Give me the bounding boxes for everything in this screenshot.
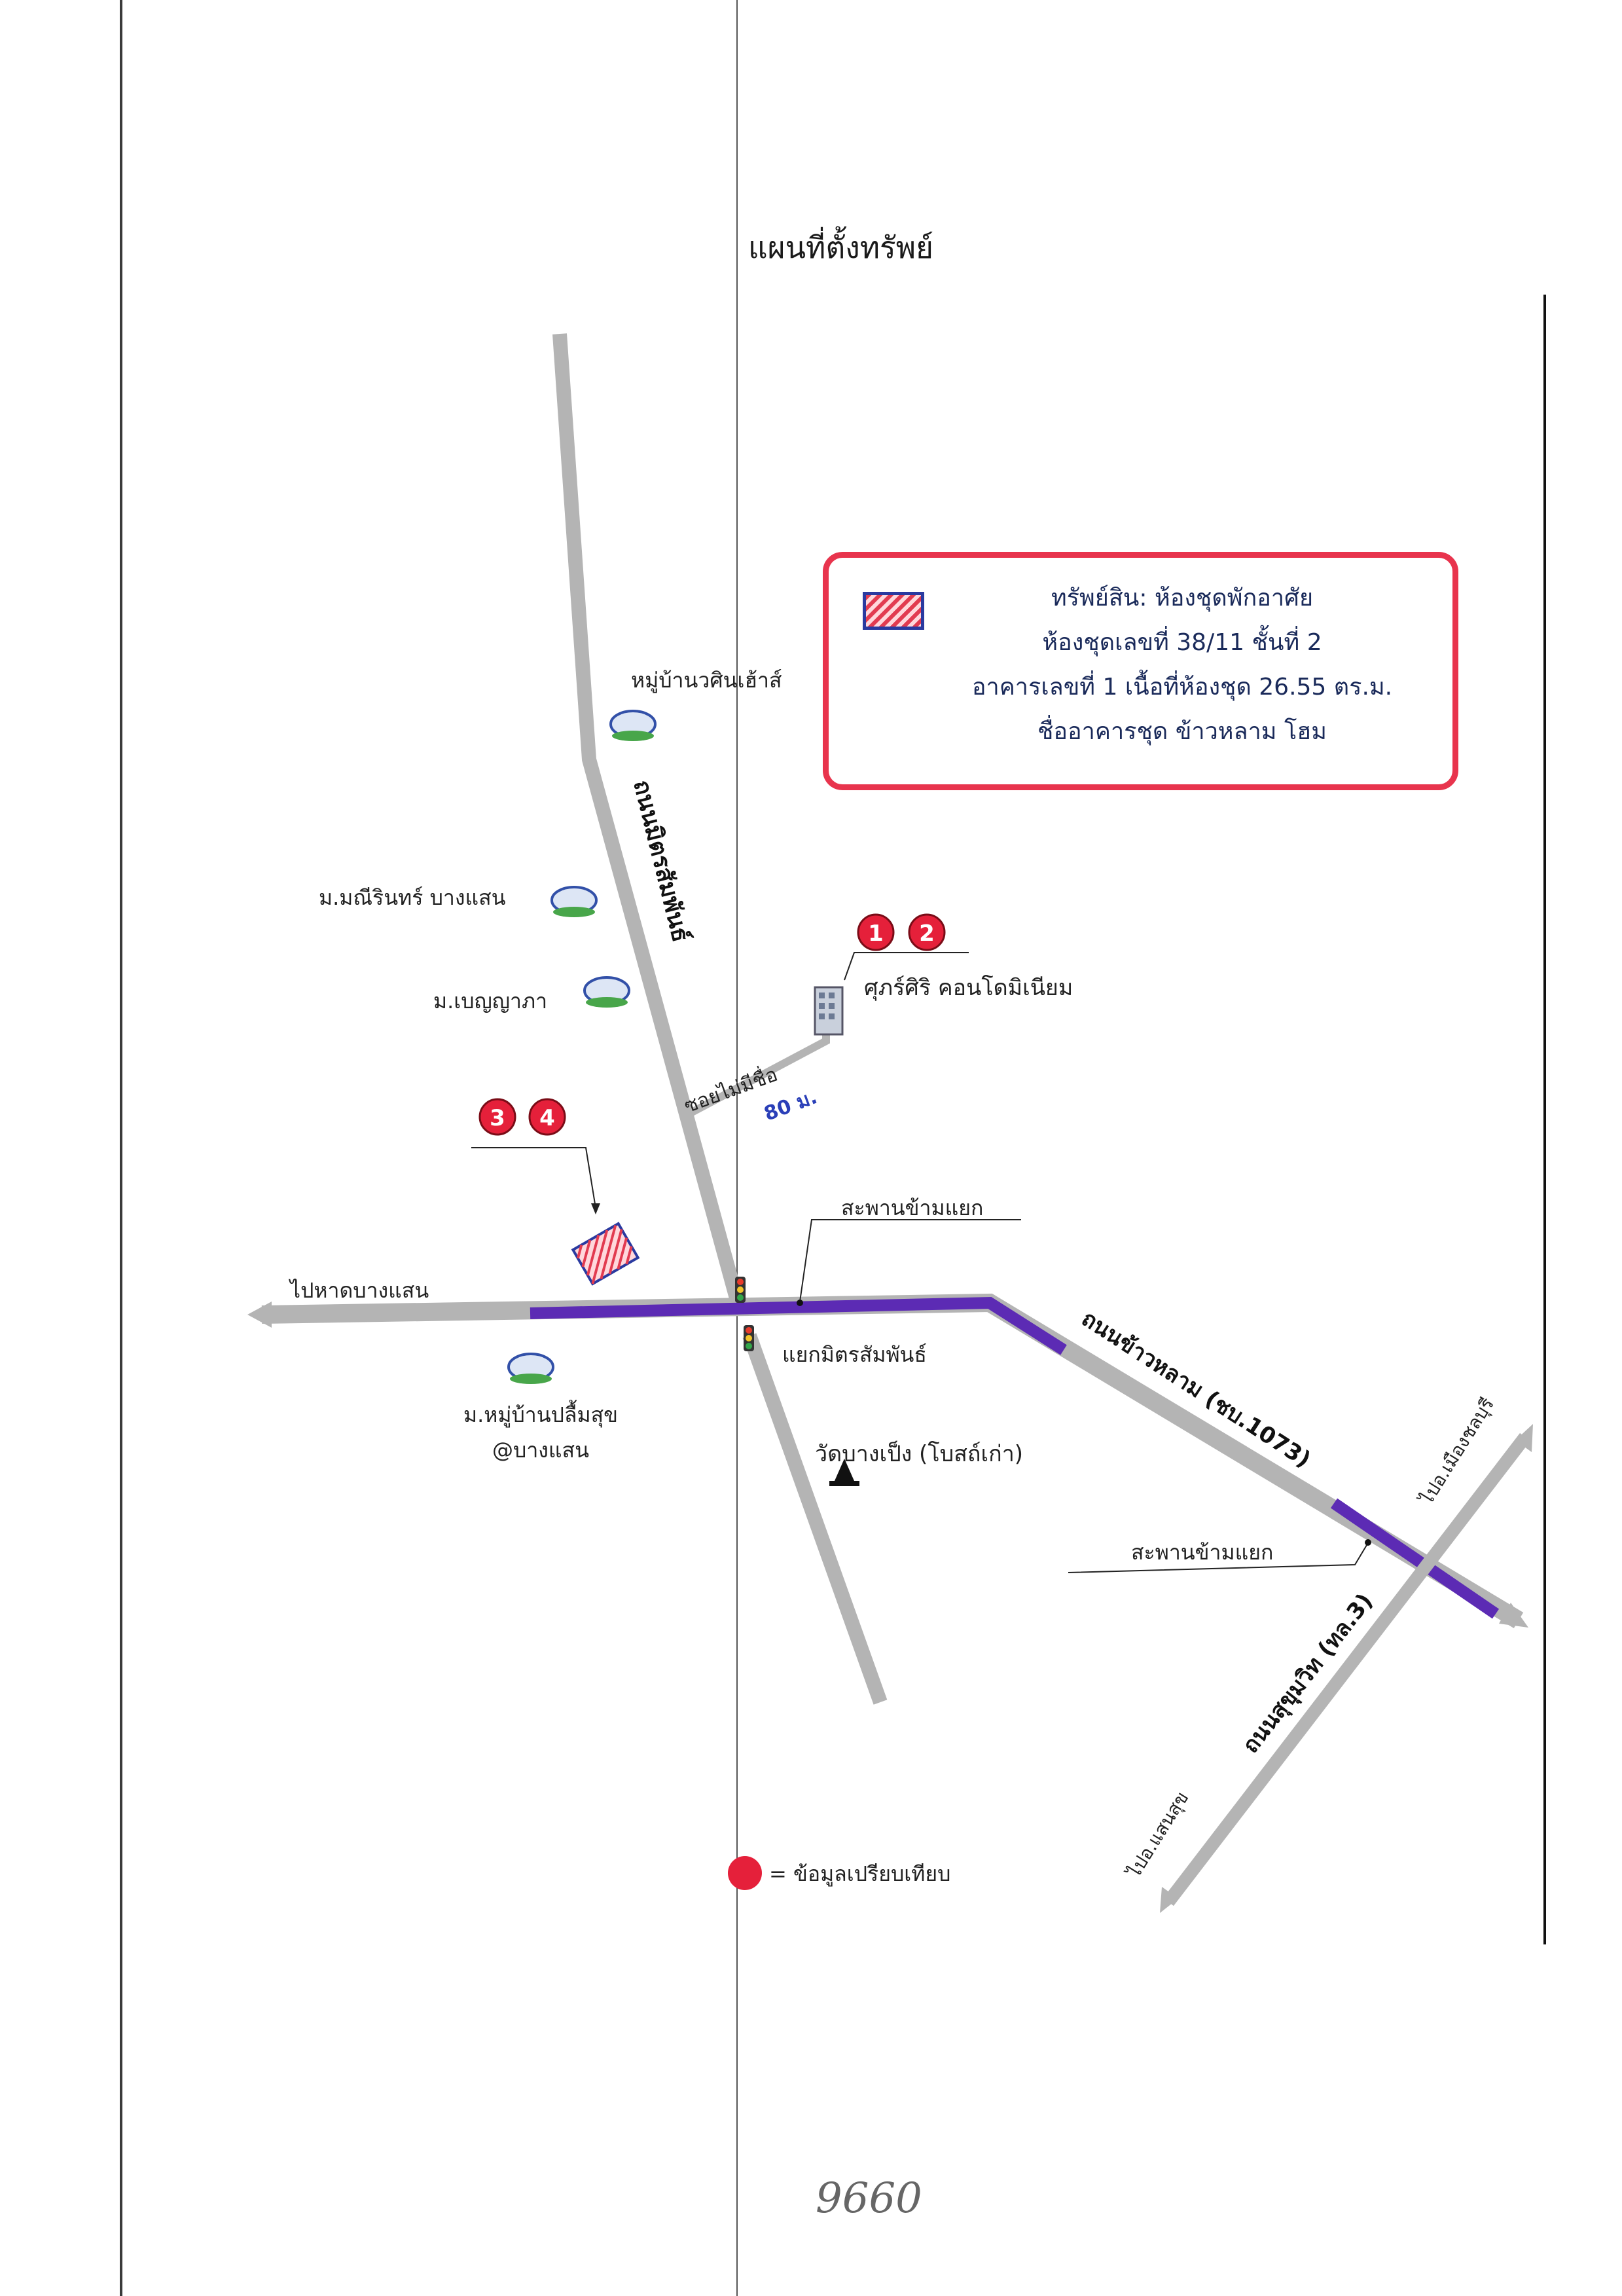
legend-line-4: ชื่ออาคารชุด ข้าวหลาม โฮม (1037, 718, 1327, 745)
road-label-khaolam: ถนนข้าวหลาม (ชบ.1073) (1077, 1305, 1315, 1473)
overpass-label-2: สะพานข้ามแยก (1131, 1540, 1273, 1565)
traffic-light-icon-north (735, 1277, 746, 1303)
temple-icon (829, 1459, 859, 1486)
village-label-2: ม.มณีรินทร์ บางแสน (319, 885, 506, 910)
road-label-sukhumvit: ถนนสุขุมวิท (ทล.3) (1238, 1588, 1379, 1758)
overpass2-pointer (1068, 1544, 1367, 1573)
road-mitsamphan (552, 333, 888, 1705)
left-margin-line (120, 0, 122, 2296)
village-label-4-line2: @บางแสน (492, 1438, 589, 1463)
overpass1-pointer (799, 1219, 1021, 1302)
plot-pointer-arrowhead (591, 1203, 600, 1214)
arrow-to-saensuk (1160, 1887, 1178, 1913)
marker-4-label: 4 (539, 1105, 555, 1131)
marker-1-label: 1 (868, 920, 884, 947)
road-label-distance: 80 ม. (761, 1085, 820, 1125)
handwritten-page-number: 9660 (816, 2174, 922, 2223)
village-icon-1 (609, 710, 657, 741)
village-icon-4 (507, 1353, 554, 1384)
overpass1-dot (797, 1300, 803, 1306)
property-legend-text: ทรัพย์สิน: ห้องชุดพักอาศัย ห้องชุดเลขที่… (933, 576, 1431, 754)
overpass-segment-1 (530, 1296, 1067, 1355)
arrow-east (1499, 1603, 1528, 1628)
village-label-1: หมู่บ้านวศินเฮ้าส์ (631, 668, 782, 693)
plot-pointer (471, 1147, 596, 1209)
condo-label: ศุภร์ศิริ คอนโดมิเนียม (864, 975, 1073, 1001)
subject-plot-icon (571, 1222, 640, 1286)
traffic-light-icon-south (744, 1325, 754, 1351)
comparison-legend-dot (728, 1856, 762, 1890)
marker-3-label: 3 (490, 1105, 505, 1131)
overpass-label-1: สะพานข้ามแยก (841, 1195, 983, 1220)
center-fold-line (736, 0, 738, 2296)
condo-building-icon (814, 986, 844, 1036)
legend-line-3: อาคารเลขที่ 1 เนื้อที่ห้องชุด 26.55 ตร.ม… (971, 674, 1393, 701)
condo-pointer (844, 952, 969, 981)
junction-label: แยกมิตรสัมพันธ์ (782, 1342, 927, 1367)
comparison-legend-label: = ข้อมูลเปรียบเทียบ (769, 1861, 950, 1887)
village-label-3: ม.เบญญาภา (433, 989, 547, 1013)
village-icon-2 (550, 886, 598, 917)
road-label-to-saensuk: ไปอ.แสนสุข (1123, 1788, 1193, 1883)
arrow-to-beach (247, 1302, 272, 1328)
road-label-to-beach: ไปหาดบางแสน (288, 1278, 429, 1303)
marker-2-label: 2 (919, 920, 935, 947)
right-margin-line (1543, 295, 1546, 1944)
legend-line-1: ทรัพย์สิน: ห้องชุดพักอาศัย (1051, 585, 1314, 611)
property-swatch-icon (863, 592, 924, 630)
road-sukhumvit (1163, 1432, 1530, 1906)
village-label-4-line1: ม.หมู่บ้านปลื้มสุข (463, 1400, 618, 1428)
overpass-segment-2 (1330, 1498, 1500, 1619)
temple-label: วัดบางเป็ง (โบสถ์เก่า) (815, 1440, 1023, 1467)
overpass2-dot (1365, 1539, 1371, 1546)
village-icon-3 (583, 976, 630, 1008)
arrow-to-mueang (1515, 1424, 1533, 1452)
property-legend-box: ทรัพย์สิน: ห้องชุดพักอาศัย ห้องชุดเลขที่… (823, 552, 1458, 790)
legend-line-2: ห้องชุดเลขที่ 38/11 ชั้นที่ 2 (1042, 629, 1322, 656)
marker-1: 1 (857, 913, 895, 951)
marker-3: 3 (478, 1098, 516, 1136)
page-title: แผนที่ตั้งทรัพย์ (748, 230, 934, 265)
marker-2: 2 (908, 913, 946, 951)
marker-4: 4 (528, 1098, 566, 1136)
